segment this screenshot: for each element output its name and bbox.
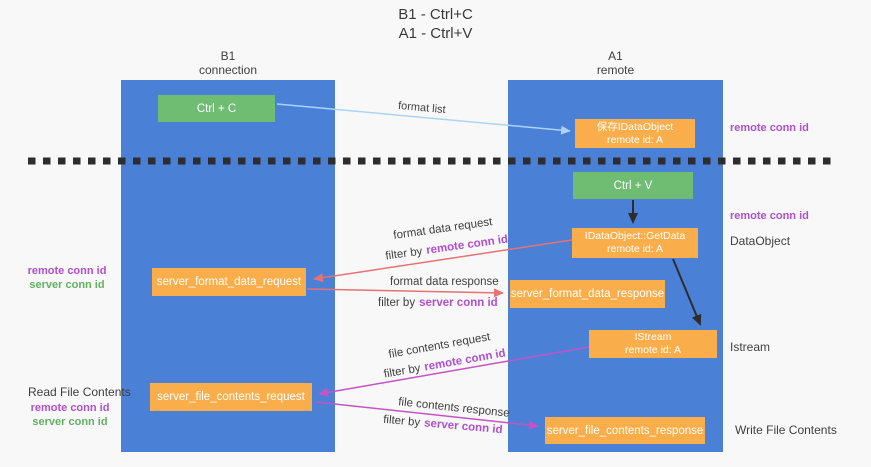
node-server-format-data-request: server_format_data_request — [152, 268, 306, 296]
lane-b1-sub: connection — [198, 63, 258, 77]
annotation-write-file-contents: Write File Contents — [735, 423, 837, 437]
annotation-server-conn-id-left-file: server conn id — [32, 416, 108, 428]
node-save-dataobject-line1: 保存IDataObject — [596, 120, 674, 133]
node-server-file-contents-response: server_file_contents_response — [545, 417, 705, 444]
annotation-remote-conn-id-top: remote conn id — [730, 122, 809, 134]
filter-by-text: filter by — [382, 362, 422, 381]
title-line-1: B1 - Ctrl+C — [398, 6, 473, 23]
node-idataobject-getdata: IDataObject::GetData remote id: A — [572, 228, 698, 258]
annotation-remote-conn-id-mid: remote conn id — [730, 210, 809, 222]
annotation-istream: Istream — [730, 340, 771, 354]
node-ctrl-v: Ctrl + V — [573, 172, 693, 199]
filter-key-server-conn-id: server conn id — [419, 297, 498, 309]
node-istream: IStream remote id: A — [589, 330, 717, 358]
node-istream-line1: IStream — [634, 331, 672, 343]
annotation-remote-conn-id-left-format: remote conn id — [27, 265, 107, 277]
annotation-file-left-ids: remote conn id server conn id — [18, 401, 122, 429]
node-save-dataobject-line2: remote id: A — [606, 133, 664, 146]
filter-by-text: filter by — [382, 413, 421, 429]
node-getdata-line2: remote id: A — [606, 243, 664, 255]
node-ctrl-c: Ctrl + C — [158, 95, 275, 122]
annotation-server-conn-id-left-format: server conn id — [29, 279, 105, 291]
edge-label-format-list: format list — [397, 99, 447, 117]
diagram-title: B1 - Ctrl+C A1 - Ctrl+V — [0, 5, 871, 43]
filter-by-text: filter by — [384, 245, 424, 263]
lane-a1-sub: remote — [596, 63, 635, 77]
node-getdata-line1: IDataObject::GetData — [584, 230, 686, 242]
title-line-2: A1 - Ctrl+V — [398, 25, 473, 42]
lane-b1-name: B1 — [220, 49, 236, 63]
node-istream-line2: remote id: A — [624, 344, 682, 356]
filter-by-text: filter by — [378, 297, 416, 309]
lane-a1-name: A1 — [608, 49, 623, 63]
node-server-format-data-response: server_format_data_response — [510, 280, 665, 308]
annotation-dataobject: DataObject — [730, 234, 791, 248]
node-save-dataobject: 保存IDataObject remote id: A — [575, 119, 695, 148]
lane-header-b1: B1 connection — [121, 49, 335, 77]
filter-key-server-conn-id: server conn id — [423, 417, 503, 437]
lane-header-a1: A1 remote — [508, 49, 723, 77]
annotation-format-left-ids: remote conn id server conn id — [16, 264, 118, 292]
filter-key-remote-conn-id: remote conn id — [425, 233, 509, 257]
annotation-remote-conn-id-left-file: remote conn id — [30, 402, 110, 414]
node-server-file-contents-request: server_file_contents_request — [150, 383, 312, 411]
edge-label-format-data-response: format data response — [390, 276, 499, 288]
arrow-format-data-response — [306, 288, 504, 298]
annotation-read-file-contents: Read File Contents — [28, 385, 131, 399]
